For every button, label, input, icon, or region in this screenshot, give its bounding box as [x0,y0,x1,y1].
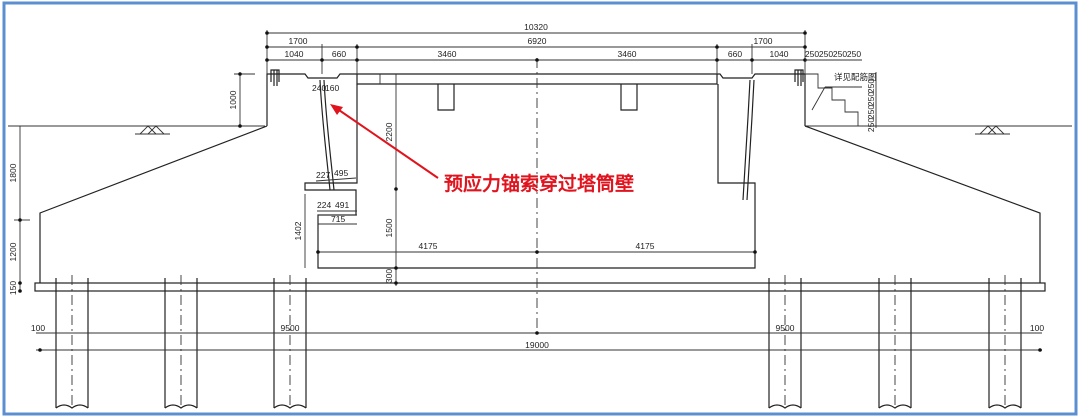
pile [878,275,912,409]
dim-label: 715 [331,214,345,224]
dim-label: 227 [316,170,330,180]
dim-label: 660 [332,49,346,59]
anchor-cable-right [742,79,755,201]
dim-label: 6920 [528,36,547,46]
piles [55,275,1022,409]
foundation-outline [34,73,1046,292]
anchor-head-icon [270,69,804,86]
pile [768,275,802,409]
dim-label: 495 [334,168,348,178]
dim-label: 1000 [228,90,238,109]
dim-label: 160 [325,83,339,93]
anchor-cable-left [319,79,335,191]
inner-chamber [304,74,756,269]
inner-dimensions: 2200 1500 300 4175 4175 [316,74,757,286]
dim-top-total: 10320 [524,22,548,32]
arrow-head-icon [330,104,343,115]
detail-note: 详见配筋图 [834,72,877,82]
dim-label: 240 [312,83,326,93]
dim-label: 250 [833,49,847,59]
left-dimensions: 1000 1800 1200 150 [8,72,255,295]
dim-label: 250 [866,92,876,106]
dim-label: 100 [1030,323,1044,333]
dim-label: 250 [819,49,833,59]
bottom-dimensions: 9500 9500 19000 100 100 [31,323,1044,352]
annotation-callout: 预应力锚索穿过塔筒壁 [330,104,634,195]
dim-label: 1040 [285,49,304,59]
dim-label: 491 [335,200,349,210]
top-dimensions: 10320 1700 6920 1700 1040 660 3460 3460 … [265,22,877,132]
dim-label: 1800 [8,163,18,182]
dim-label: 250 [866,118,876,132]
dim-label: 300 [384,269,394,283]
dim-label: 150 [8,281,18,295]
dim-label: 9500 [281,323,300,333]
dim-label: 9500 [776,323,795,333]
dim-label: 250 [866,105,876,119]
anchor-dimensions: 240 160 227 495 224 491 715 1402 [293,83,357,268]
annotation-text: 预应力锚索穿过塔筒壁 [444,172,634,195]
dim-label: 4175 [636,241,655,251]
dim-label: 660 [728,49,742,59]
dim-label: 3460 [438,49,457,59]
dim-label: 1500 [384,218,394,237]
dim-label: 250 [866,79,876,93]
pile [273,275,307,409]
pile [164,275,198,409]
dim-label: 4175 [419,241,438,251]
dim-label: 3460 [618,49,637,59]
pile [55,275,89,409]
dim-label: 1402 [293,221,303,240]
dim-label: 2200 [384,122,394,141]
dim-label: 250 [805,49,819,59]
pile [988,275,1022,409]
dim-label: 1700 [289,36,308,46]
dim-label: 1200 [8,242,18,261]
dim-label: 1700 [754,36,773,46]
dim-label: 1040 [770,49,789,59]
dim-label: 224 [317,200,331,210]
ground-line [8,125,1072,135]
dim-label: 250 [847,49,861,59]
dim-label: 100 [31,323,45,333]
dim-label: 19000 [525,340,549,350]
